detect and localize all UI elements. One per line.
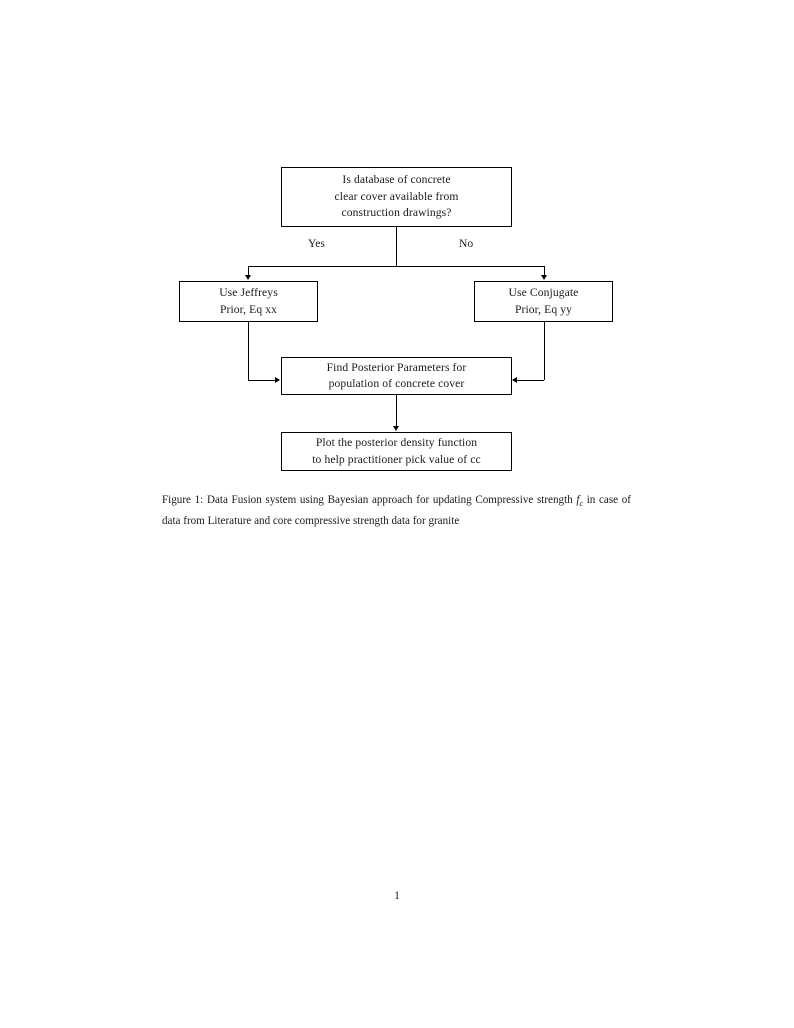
node-plot-line-1: Plot the posterior density function [315, 436, 478, 449]
edge-label-no: No [459, 237, 474, 250]
arrowhead-yes-branch [245, 275, 252, 280]
flowchart-node-question[interactable]: Is database of concrete clear cover avai… [281, 167, 512, 227]
edge-jeffreys-into-posterior [248, 380, 276, 381]
edge-conjugate-into-posterior [517, 380, 544, 381]
arrowhead-conjugate-into-posterior [512, 377, 517, 383]
node-jeffreys-line-2: Prior, Eq xx [219, 302, 278, 316]
node-question-line-3: construction drawings? [341, 206, 452, 220]
node-posterior-line-1: Find Posterior Parameters for [326, 360, 467, 374]
figure-caption-math-fc: fc [576, 494, 584, 509]
figure-caption-math-base: f [576, 494, 580, 506]
node-question-line-2: clear cover available from [334, 189, 459, 203]
node-plot-line-2: to help practitioner pick value of cc [312, 452, 481, 466]
edge-conjugate-down [544, 322, 545, 380]
flowchart-node-find-posterior-parameters[interactable]: Find Posterior Parameters for population… [281, 357, 512, 395]
flowchart-node-jeffreys-prior[interactable]: Use Jeffreys Prior, Eq xx [179, 281, 318, 322]
arrowhead-posterior-to-plot [393, 426, 400, 431]
flowchart-node-conjugate-prior[interactable]: Use Conjugate Prior, Eq yy [474, 281, 613, 322]
node-jeffreys-line-1: Use Jeffreys [219, 286, 278, 299]
node-posterior-line-2: population of concrete cover [328, 377, 465, 390]
arrowhead-no-branch [541, 275, 548, 280]
arrowhead-jeffreys-into-posterior [275, 377, 280, 383]
edge-label-yes: Yes [308, 237, 325, 250]
node-conjugate-line-2: Prior, Eq yy [514, 302, 573, 316]
node-conjugate-line-1: Use Conjugate [508, 286, 579, 299]
edge-split-bar [248, 266, 545, 267]
figure-caption-math-subscript: c [579, 499, 584, 509]
figure-caption: Figure 1: Data Fusion system using Bayes… [162, 492, 631, 530]
figure-caption-text-after: in case of data from Literature and core… [162, 494, 631, 527]
figure-flowchart: Is database of concrete clear cover avai… [0, 0, 794, 500]
edge-posterior-to-plot [396, 395, 397, 427]
figure-caption-label: Figure 1: [162, 494, 204, 506]
flowchart-node-plot-posterior-density[interactable]: Plot the posterior density function to h… [281, 432, 512, 471]
node-question-line-1: Is database of concrete [342, 173, 451, 187]
edge-yes-branch [248, 266, 249, 276]
edge-question-stem [396, 227, 397, 267]
figure-caption-text-before: Data Fusion system using Bayesian approa… [206, 494, 573, 506]
edge-jeffreys-down [248, 322, 249, 380]
edge-no-branch [544, 266, 545, 276]
page-number: 1 [394, 890, 400, 902]
